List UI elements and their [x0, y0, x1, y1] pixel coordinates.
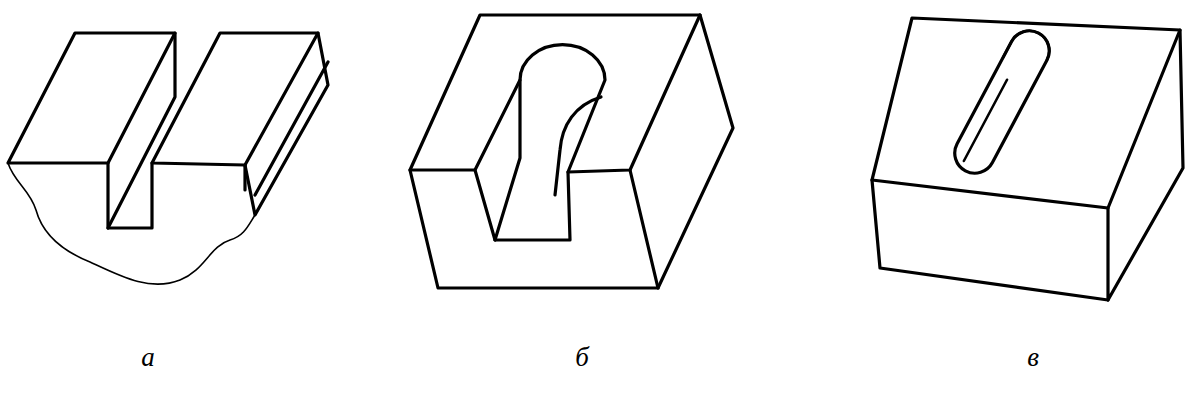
slotted-block-c	[872, 18, 1183, 300]
slotted-block-b	[410, 15, 733, 288]
figure-letter: б	[575, 344, 589, 371]
figure-letter: а	[141, 344, 155, 371]
figure-letter: в	[1027, 344, 1039, 371]
slotted-part-a	[8, 33, 328, 284]
